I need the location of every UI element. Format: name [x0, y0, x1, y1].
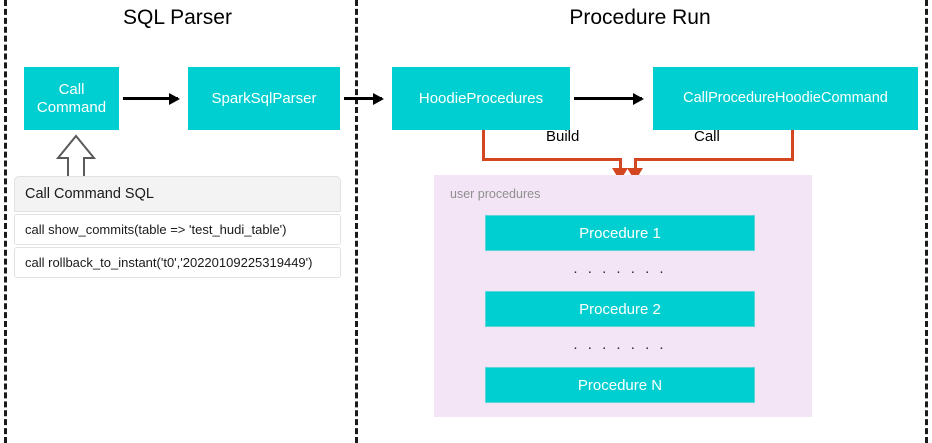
divider-left	[4, 0, 7, 443]
procedure-ellipsis: . . . . . . .	[573, 260, 667, 277]
procedure-item[interactable]: Procedure N	[485, 367, 755, 403]
sql-table-row: call rollback_to_instant('t0','202201092…	[14, 247, 341, 278]
connector-build-horizontal	[482, 158, 622, 161]
procedure-item[interactable]: Procedure 1	[485, 215, 755, 251]
arrow-hoodie-procedures-to-call-procedure-hoodie-command	[574, 97, 642, 100]
node-call-command[interactable]: Call Command	[24, 67, 119, 130]
user-procedures-title: user procedures	[450, 187, 541, 201]
connector-build-vertical-from-node	[482, 130, 485, 161]
divider-middle	[355, 0, 358, 443]
call-command-sql-table: Call Command SQL call show_commits(table…	[14, 176, 341, 278]
procedure-ellipsis: . . . . . . .	[573, 336, 667, 353]
connector-call-vertical-from-node	[791, 130, 794, 161]
divider-right	[925, 0, 928, 443]
block-arrow-up-icon	[56, 134, 96, 178]
arrow-spark-sql-parser-to-hoodie-procedures	[344, 97, 382, 100]
node-hoodie-procedures[interactable]: HoodieProcedures	[392, 67, 570, 130]
procedure-item[interactable]: Procedure 2	[485, 291, 755, 327]
sql-table-row: call show_commits(table => 'test_hudi_ta…	[14, 214, 341, 245]
node-spark-sql-parser[interactable]: SparkSqlParser	[188, 67, 340, 130]
connector-label-build: Build	[546, 128, 580, 145]
user-procedures-panel: user procedures Procedure 1 . . . . . . …	[434, 175, 812, 417]
section-title-sql-parser: SQL Parser	[123, 6, 232, 29]
section-title-procedure-run: Procedure Run	[569, 6, 711, 29]
sql-table-header: Call Command SQL	[14, 176, 341, 212]
connector-call-stem	[634, 158, 637, 172]
arrow-call-command-to-spark-sql-parser	[123, 97, 178, 100]
connector-call-horizontal	[634, 158, 794, 161]
node-call-procedure-hoodie-command[interactable]: CallProcedureHoodieCommand	[653, 67, 918, 130]
connector-build-stem	[619, 158, 622, 172]
connector-label-call: Call	[694, 128, 720, 145]
